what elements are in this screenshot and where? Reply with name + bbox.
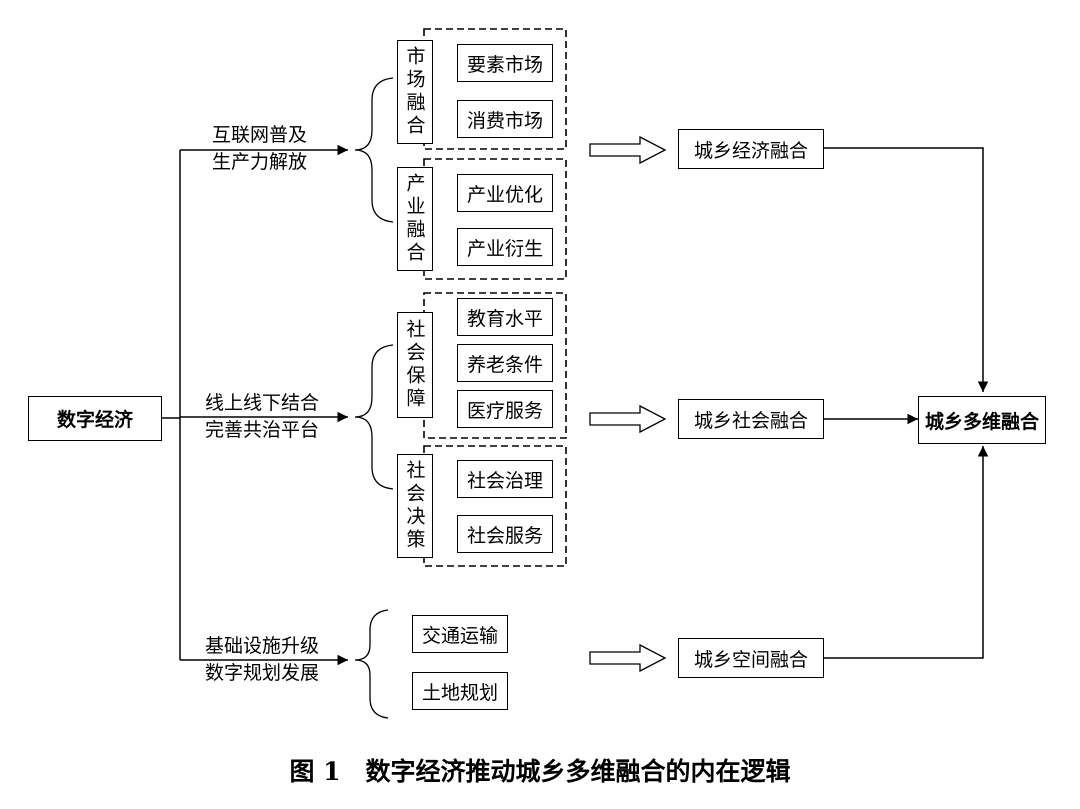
item-governance: 社会治理	[457, 460, 553, 498]
branch-3-line1: 基础设施升级	[205, 635, 320, 657]
branch-1-line1: 互联网普及	[212, 124, 308, 146]
item-elderly-care: 养老条件	[457, 344, 553, 382]
branch-label-2: 线上线下结合 完善共治平台	[205, 390, 319, 444]
hollow-arrow-3	[589, 643, 667, 673]
branch-1-line2: 生产力解放	[212, 151, 308, 173]
item-social-service: 社会服务	[457, 515, 553, 553]
outcome-social: 城乡社会融合	[678, 399, 824, 439]
market-title: 市场融合	[397, 40, 433, 144]
outcome-economic: 城乡经济融合	[678, 129, 824, 169]
final-node: 城乡多维融合	[918, 396, 1046, 444]
branch-2-line1: 线上线下结合	[205, 392, 320, 414]
branch-label-1: 互联网普及 生产力解放	[212, 122, 307, 176]
security-title: 社会保障	[397, 312, 433, 418]
item-education: 教育水平	[457, 298, 553, 336]
brace-1	[354, 77, 394, 223]
branch-label-3: 基础设施升级 数字规划发展	[205, 633, 319, 687]
item-industry-optimize: 产业优化	[457, 174, 553, 212]
item-consumer-market: 消费市场	[457, 100, 553, 138]
root-node: 数字经济	[28, 396, 162, 441]
branch-3-line2: 数字规划发展	[205, 662, 320, 684]
space-to-final	[824, 446, 989, 659]
brace-3	[354, 609, 389, 719]
item-industry-derive: 产业衍生	[457, 228, 553, 266]
outcome-space: 城乡空间融合	[678, 638, 824, 678]
item-transport: 交通运输	[412, 615, 508, 653]
item-factor-market: 要素市场	[457, 44, 553, 82]
decision-title: 社会决策	[397, 454, 433, 558]
figure-caption: 图 1 数字经济推动城乡多维融合的内在逻辑	[289, 757, 791, 786]
industry-title: 产业融合	[397, 167, 433, 271]
economic-to-final	[824, 147, 989, 392]
branch-2-line2: 完善共治平台	[205, 419, 320, 441]
brace-2	[354, 344, 394, 490]
hollow-arrow-2	[589, 404, 667, 434]
item-medical: 医疗服务	[457, 390, 553, 428]
item-land-planning: 土地规划	[412, 672, 508, 710]
hollow-arrow-1	[589, 135, 667, 165]
